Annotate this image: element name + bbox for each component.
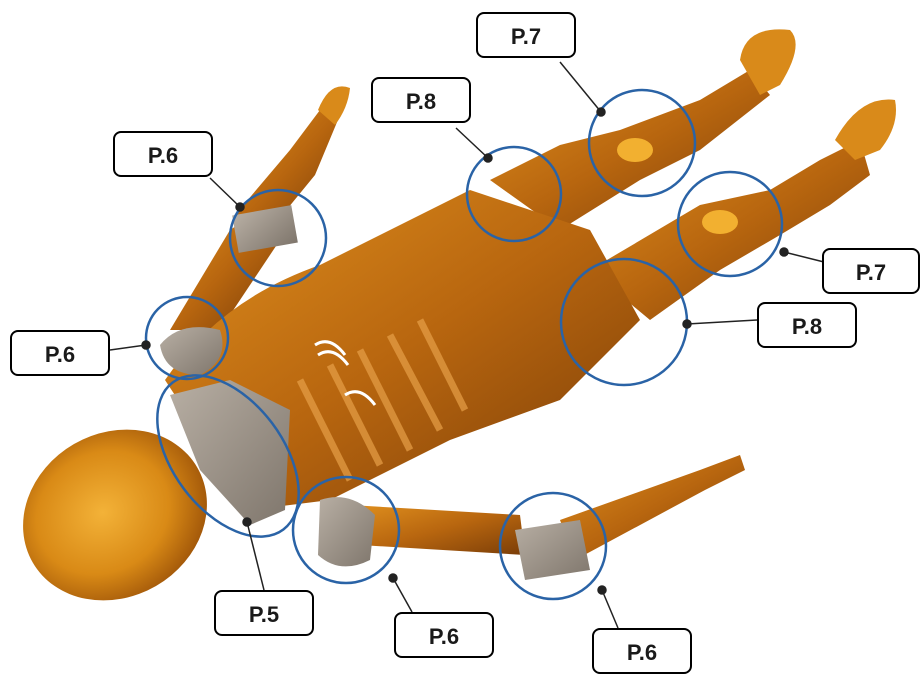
right-knee-joint [617, 138, 653, 162]
callout-neck[interactable]: P.5 [214, 590, 314, 636]
left-knee-joint [702, 210, 738, 234]
callout-right-knee[interactable]: P.7 [476, 12, 576, 58]
leader-dot [142, 341, 150, 349]
leader-dot [683, 320, 691, 328]
leader-line [602, 590, 618, 628]
leader-line [110, 345, 146, 350]
leader-dot [484, 154, 492, 162]
callout-right-shoulder[interactable]: P.6 [10, 330, 110, 376]
callout-right-hip[interactable]: P.8 [371, 77, 471, 123]
leader-line [560, 62, 601, 112]
leader-line [456, 128, 488, 158]
leader-line [210, 178, 240, 207]
leader-dot [236, 203, 244, 211]
callout-left-hip[interactable]: P.8 [757, 302, 857, 348]
callout-left-shoulder[interactable]: P.6 [394, 612, 494, 658]
leader-line [687, 320, 757, 324]
callout-left-elbow[interactable]: P.6 [592, 628, 692, 674]
leader-line [247, 522, 264, 590]
leader-dot [780, 248, 788, 256]
leader-dot [598, 586, 606, 594]
left-elbow-joint [515, 520, 590, 580]
leader-dot [597, 108, 605, 116]
leader-line [393, 578, 412, 612]
leader-dot [243, 518, 251, 526]
left-upper-arm [350, 505, 525, 555]
leader-line [784, 252, 824, 262]
leader-dot [389, 574, 397, 582]
callout-right-elbow[interactable]: P.6 [113, 131, 213, 177]
callout-left-knee[interactable]: P.7 [822, 248, 920, 294]
